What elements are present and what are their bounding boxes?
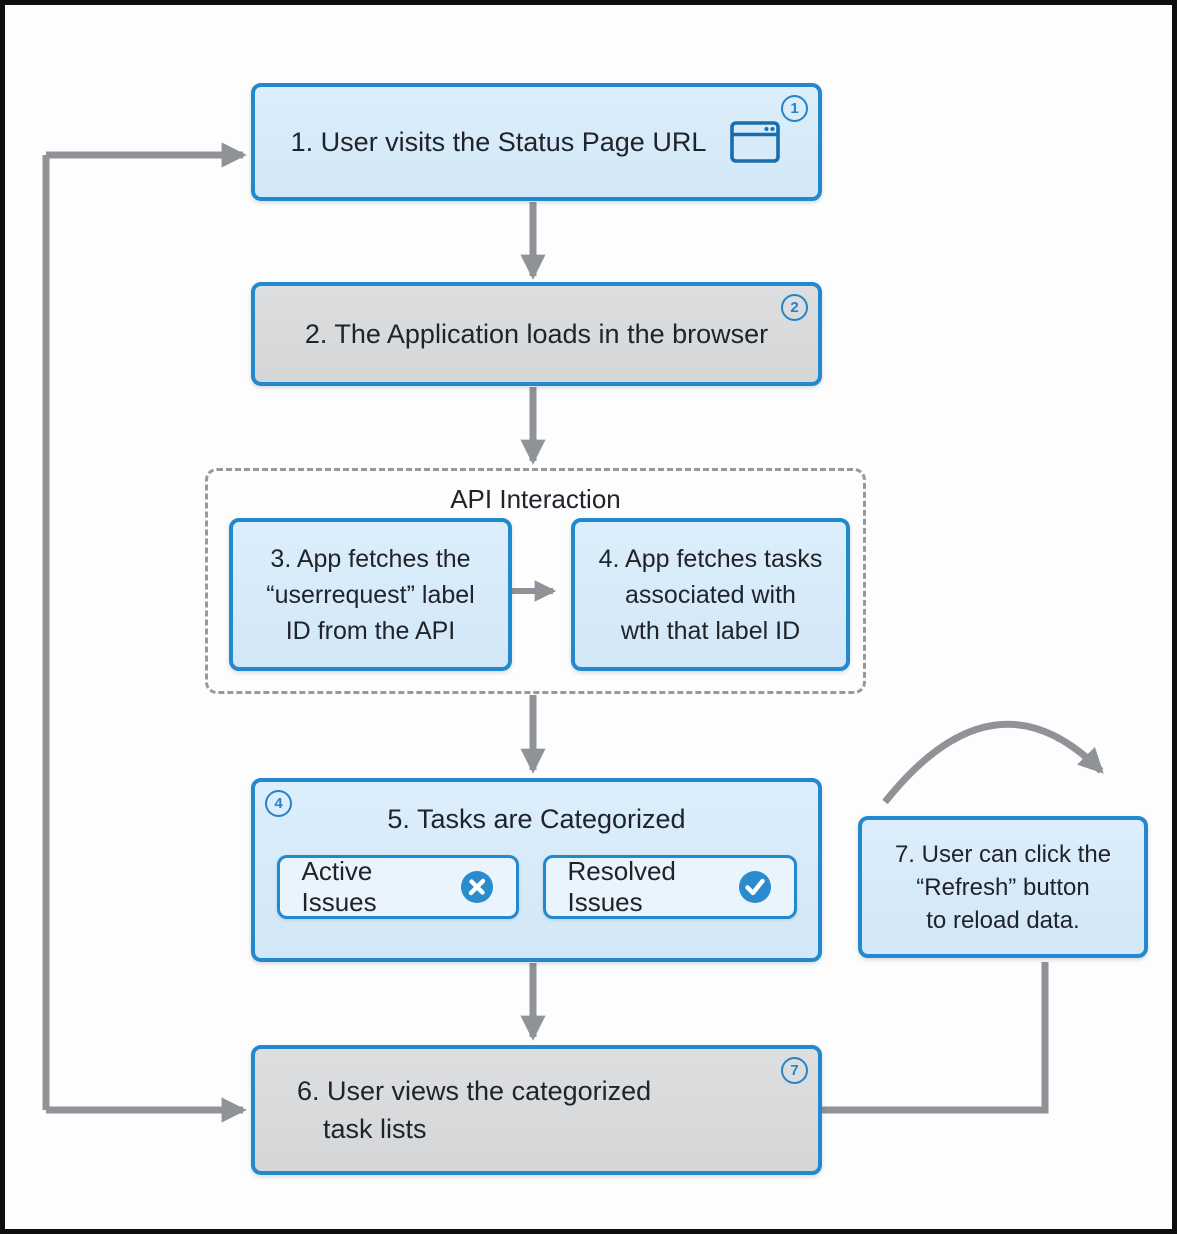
step7-line3: to reload data. bbox=[926, 906, 1080, 934]
active-issues-chip: Active Issues bbox=[276, 855, 519, 919]
step7-line1: 7. User can click the bbox=[894, 840, 1112, 868]
step2-badge: 2 bbox=[781, 294, 808, 321]
active-issues-label: Active Issues bbox=[301, 856, 377, 917]
step5-title: 5. Tasks are Categorized bbox=[387, 804, 686, 834]
node-step3: 3. App fetches the “userrequest” label I… bbox=[229, 518, 512, 671]
step3-line1: 3. App fetches the bbox=[270, 544, 471, 573]
tools-icon bbox=[460, 871, 493, 903]
step1-badge: 1 bbox=[781, 95, 808, 122]
step3-line2: “userrequest” label bbox=[266, 580, 475, 609]
node-step5: 4 5. Tasks are Categorized Active Issues… bbox=[251, 778, 822, 962]
step5-badge: 4 bbox=[265, 790, 292, 817]
resolved-issues-chip: Resolved Issues bbox=[542, 855, 797, 919]
node-step4: 4. App fetches tasks associated with wth… bbox=[571, 518, 850, 671]
node-step1: 1 1. User visits the Status Page URL bbox=[251, 83, 822, 201]
step6-line1: 6. User views the categorized bbox=[297, 1076, 652, 1106]
step4-line3: wth that label ID bbox=[620, 616, 801, 645]
node-step2: 2 2. The Application loads in the browse… bbox=[251, 282, 822, 386]
node-step6: 7 6. User views the categorized task lis… bbox=[251, 1045, 822, 1175]
api-interaction-group: API Interaction 3. App fetches the “user… bbox=[205, 468, 866, 694]
step6-badge: 7 bbox=[781, 1057, 808, 1084]
step4-line1: 4. App fetches tasks bbox=[598, 544, 823, 573]
step2-label: 2. The Application loads in the browser bbox=[304, 318, 769, 349]
step6-line2: task lists bbox=[323, 1114, 427, 1144]
step4-line2: associated with bbox=[625, 580, 796, 609]
elbow-step6-step7 bbox=[822, 962, 1049, 1114]
step3-line3: ID from the API bbox=[285, 616, 456, 645]
checkmark-icon bbox=[738, 871, 771, 903]
step1-label: 1. User visits the Status Page URL bbox=[290, 126, 707, 157]
refresh-loop-arc bbox=[882, 720, 1104, 805]
api-group-title: API Interaction bbox=[450, 484, 621, 514]
resolved-issues-label: Resolved Issues bbox=[567, 856, 676, 917]
browser-window-icon bbox=[730, 121, 781, 163]
node-step7: 7. User can click the “Refresh” button t… bbox=[858, 816, 1148, 958]
step7-line2: “Refresh” button bbox=[916, 873, 1090, 901]
